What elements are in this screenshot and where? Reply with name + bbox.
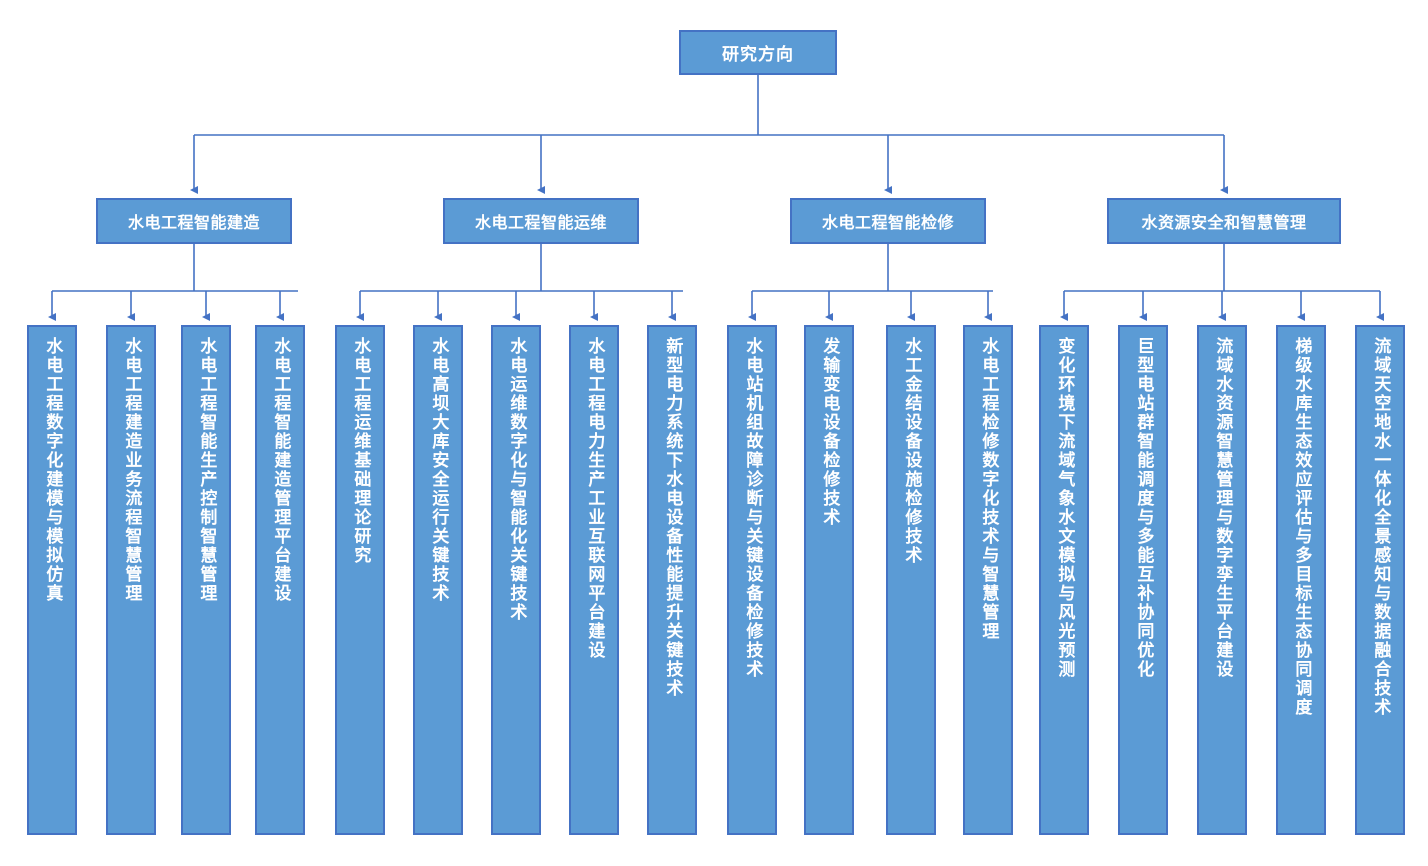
category-node-intelligent-operation[interactable]: 水电工程智能运维 [443, 198, 639, 244]
leaf-node-label: 梯级水库生态效应评估与多目标生态协同调度 [1292, 337, 1312, 717]
category-node-label: 水资源安全和智慧管理 [1141, 215, 1307, 232]
leaf-node-label: 水工金结设备设施检修技术 [902, 337, 922, 565]
leaf-node-label: 水电站机组故障诊断与关键设备检修技术 [743, 337, 763, 679]
leaf-node-label: 水电工程建造业务流程智慧管理 [122, 337, 142, 603]
leaf-node-label: 巨型电站群智能调度与多能互补协同优化 [1134, 337, 1154, 679]
leaf-node[interactable]: 水电工程建造业务流程智慧管理 [106, 325, 156, 835]
leaf-node-label: 水电工程电力生产工业互联网平台建设 [585, 337, 605, 660]
leaf-node[interactable]: 发输变电设备检修技术 [804, 325, 854, 835]
leaf-node-label: 水电工程检修数字化技术与智慧管理 [979, 337, 999, 641]
leaf-node[interactable]: 水电工程运维基础理论研究 [335, 325, 385, 835]
leaf-node-label: 水电工程运维基础理论研究 [351, 337, 371, 565]
category-node-label: 水电工程智能运维 [474, 215, 607, 232]
leaf-node-label: 新型电力系统下水电设备性能提升关键技术 [663, 337, 683, 698]
category-node-intelligent-maintenance[interactable]: 水电工程智能检修 [790, 198, 986, 244]
leaf-node-label: 流域水资源智慧管理与数字孪生平台建设 [1213, 337, 1233, 679]
category-node-label: 水电工程智能建造 [127, 215, 260, 232]
leaf-node-label: 水电高坝大库安全运行关键技术 [429, 337, 449, 603]
leaf-node[interactable]: 新型电力系统下水电设备性能提升关键技术 [647, 325, 697, 835]
leaf-node[interactable]: 变化环境下流域气象水文模拟与风光预测 [1039, 325, 1089, 835]
leaf-node[interactable]: 水电工程电力生产工业互联网平台建设 [569, 325, 619, 835]
leaf-node[interactable]: 水电工程数字化建模与模拟仿真 [27, 325, 77, 835]
leaf-node[interactable]: 流域水资源智慧管理与数字孪生平台建设 [1197, 325, 1247, 835]
leaf-node-label: 水电运维数字化与智能化关键技术 [507, 337, 527, 622]
leaf-node-label: 水电工程智能生产控制智慧管理 [197, 337, 217, 603]
leaf-node-label: 变化环境下流域气象水文模拟与风光预测 [1055, 337, 1075, 679]
leaf-node[interactable]: 水电站机组故障诊断与关键设备检修技术 [727, 325, 777, 835]
leaf-node[interactable]: 水工金结设备设施检修技术 [886, 325, 936, 835]
leaf-node-label: 流域天空地水一体化全景感知与数据融合技术 [1371, 337, 1391, 717]
leaf-node[interactable]: 水电工程智能生产控制智慧管理 [181, 325, 231, 835]
root-node[interactable]: 研究方向 [679, 30, 837, 75]
leaf-node[interactable]: 水电运维数字化与智能化关键技术 [491, 325, 541, 835]
leaf-node-label: 水电工程数字化建模与模拟仿真 [43, 337, 63, 603]
category-node-label: 水电工程智能检修 [821, 215, 954, 232]
leaf-node[interactable]: 巨型电站群智能调度与多能互补协同优化 [1118, 325, 1168, 835]
category-node-water-resource-management[interactable]: 水资源安全和智慧管理 [1107, 198, 1341, 244]
leaf-node[interactable]: 流域天空地水一体化全景感知与数据融合技术 [1355, 325, 1405, 835]
leaf-node[interactable]: 梯级水库生态效应评估与多目标生态协同调度 [1276, 325, 1326, 835]
leaf-node[interactable]: 水电高坝大库安全运行关键技术 [413, 325, 463, 835]
leaf-node-label: 水电工程智能建造管理平台建设 [271, 337, 291, 603]
leaf-node-label: 发输变电设备检修技术 [820, 337, 840, 527]
leaf-node[interactable]: 水电工程检修数字化技术与智慧管理 [963, 325, 1013, 835]
category-node-intelligent-construction[interactable]: 水电工程智能建造 [96, 198, 292, 244]
leaf-node[interactable]: 水电工程智能建造管理平台建设 [255, 325, 305, 835]
root-node-label: 研究方向 [722, 45, 794, 64]
